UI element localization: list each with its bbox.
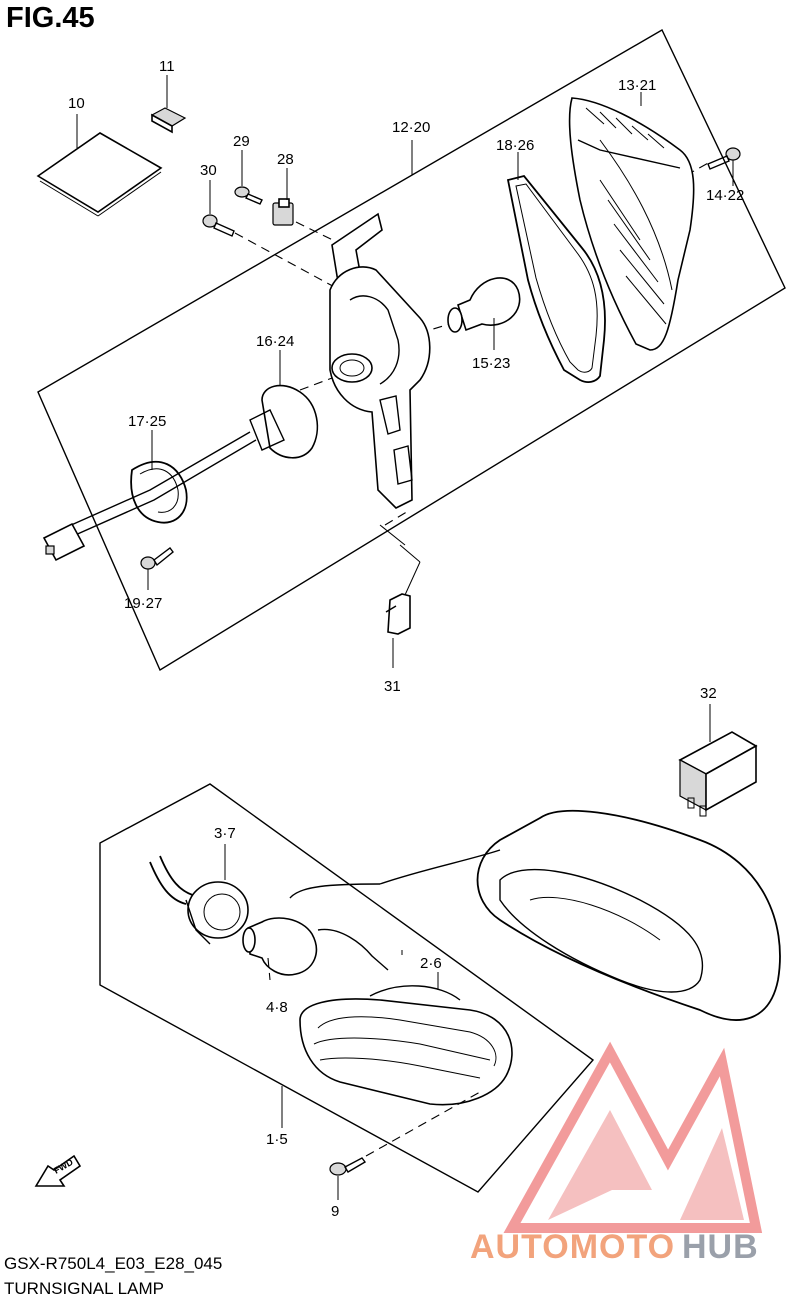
watermark-logo-icon (503, 1041, 763, 1233)
callout-19-27: 19·27 (124, 595, 162, 612)
part-14-22-screw (707, 147, 741, 186)
part-30-screw (202, 180, 235, 237)
part-28-clip (272, 168, 294, 226)
footer-code: GSX-R750L4_E03_E28_045 (4, 1254, 223, 1273)
watermark-text-hub: HUB (682, 1228, 759, 1266)
callout-11: 11 (159, 58, 175, 75)
callout-2-6: 2·6 (420, 955, 442, 972)
callout-31: 31 (384, 678, 401, 695)
part-12-20-housing (329, 140, 431, 509)
part-3-7-socket (149, 844, 249, 945)
fwd-arrow-icon: FWD (34, 1154, 82, 1187)
part-19-27-screw (140, 547, 174, 590)
callout-4-8: 4·8 (266, 999, 288, 1016)
callout-1-5: 1·5 (266, 1131, 288, 1148)
mirror-housing (289, 809, 781, 1021)
part-10-label-sheet (36, 114, 163, 217)
part-32-relay (678, 704, 758, 817)
part-15-23-bulb (447, 277, 521, 350)
callout-3-7: 3·7 (214, 825, 236, 842)
part-11-pad (150, 75, 187, 134)
part-4-8-bulb (242, 917, 389, 981)
watermark-logo (503, 1041, 763, 1233)
part-17-25-harness (42, 430, 257, 562)
part-13-21-lens (568, 92, 695, 351)
callout-32: 32 (700, 685, 717, 702)
callout-18-26: 18·26 (496, 137, 534, 154)
part-2-6-lens (299, 972, 513, 1106)
watermark-text-automoto: AUTOMOTO (470, 1228, 675, 1266)
lower-assembly-frame (99, 783, 595, 1193)
part-29-screw (234, 150, 263, 205)
part-18-26-gasket (506, 152, 606, 383)
callout-9: 9 (331, 1203, 339, 1220)
callout-15-23: 15·23 (472, 355, 510, 372)
callout-16-24: 16·24 (256, 333, 294, 350)
callout-29: 29 (233, 133, 250, 150)
figure-label: FIG.45 (6, 2, 95, 34)
callout-14-22: 14·22 (706, 187, 744, 204)
part-31-clip (379, 524, 421, 668)
footer-title: TURNSIGNAL LAMP (4, 1279, 164, 1298)
upper-assembly-frame (37, 29, 786, 672)
part-9-screw (329, 1091, 481, 1200)
callout-13-21: 13·21 (618, 77, 656, 94)
callout-12-20: 12·20 (392, 119, 430, 136)
callout-10: 10 (68, 95, 85, 112)
callout-17-25: 17·25 (128, 413, 166, 430)
part-16-24-socket (249, 350, 319, 459)
callout-30: 30 (200, 162, 217, 179)
callout-28: 28 (277, 151, 294, 168)
